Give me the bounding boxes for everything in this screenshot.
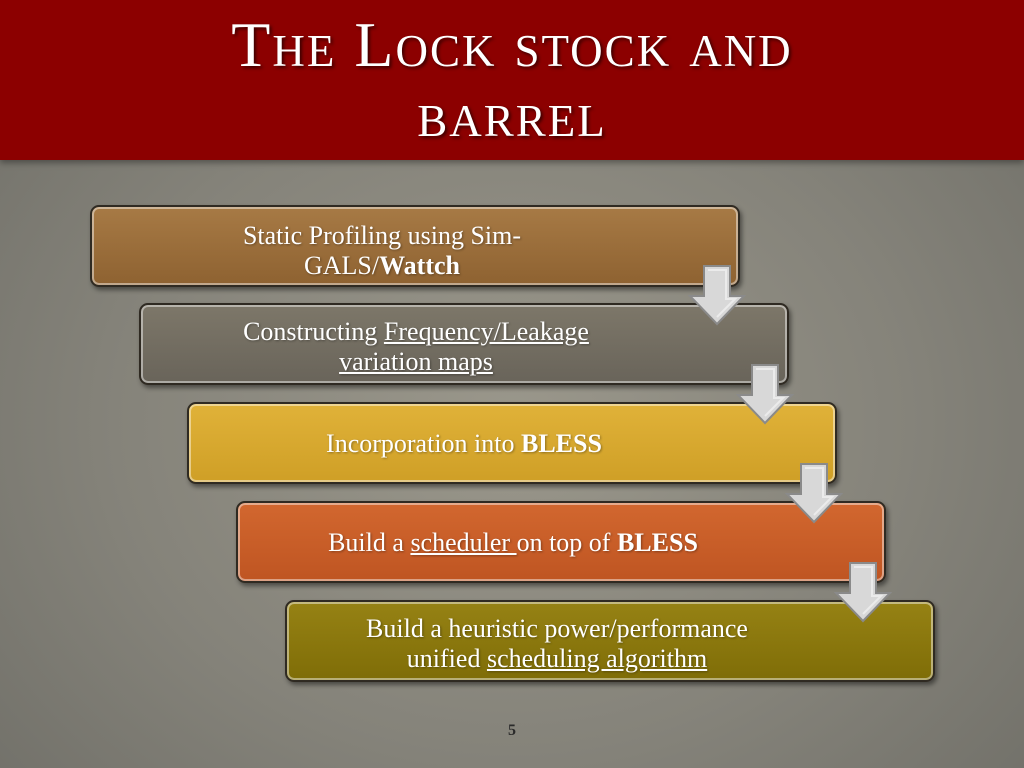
down-arrow-icon [834, 562, 892, 623]
step-3-text-part: Incorporation into [326, 429, 521, 458]
down-arrow-icon [736, 364, 794, 425]
slide-title: The Lock stock and barrel [0, 10, 1024, 160]
down-arrow-icon [785, 463, 843, 524]
down-arrow-icon [688, 265, 746, 326]
process-step-4: Build a scheduler on top of BLESS [236, 501, 886, 583]
process-step-5-text: Build a heuristic power/performance unif… [307, 614, 807, 674]
process-step-2-text: Constructing Frequency/Leakage variation… [181, 317, 651, 377]
step-2-link[interactable]: variation maps [339, 347, 493, 376]
process-step-4-text: Build a scheduler on top of BLESS [268, 528, 758, 558]
title-bar: The Lock stock and barrel [0, 0, 1024, 160]
step-1-text-part: Static Profiling using Sim- [242, 221, 522, 250]
step-5-text-part: unified [406, 644, 487, 673]
slide-title-line-1: The Lock stock and [231, 9, 793, 80]
process-step-1-text: Static Profiling using Sim- GALS/Wattch [162, 221, 602, 281]
step-4-bold-term: BLESS [616, 528, 698, 557]
step-4-text-part: on top of [516, 528, 617, 557]
process-step-1: Static Profiling using Sim- GALS/Wattch [90, 205, 740, 287]
step-2-link[interactable]: Frequency/Leakage [383, 317, 589, 346]
step-1-text-part: GALS/ [303, 251, 380, 280]
step-1-bold-term: Wattch [379, 251, 460, 280]
step-2-text-part: Constructing [243, 317, 384, 346]
step-5-text-part: Build a heuristic power/performance [366, 614, 748, 643]
step-5-link[interactable]: scheduling algorithm [486, 644, 708, 673]
process-step-5: Build a heuristic power/performance unif… [285, 600, 935, 682]
process-step-3: Incorporation into BLESS [187, 402, 837, 484]
step-4-text-part: Build a [328, 528, 411, 557]
process-step-2: Constructing Frequency/Leakage variation… [139, 303, 789, 385]
slide-title-line-2: barrel [417, 79, 607, 150]
step-3-bold-term: BLESS [521, 429, 602, 458]
page-number: 5 [508, 722, 516, 739]
process-step-3-text: Incorporation into BLESS [259, 429, 669, 459]
step-4-link[interactable]: scheduler [410, 528, 517, 557]
